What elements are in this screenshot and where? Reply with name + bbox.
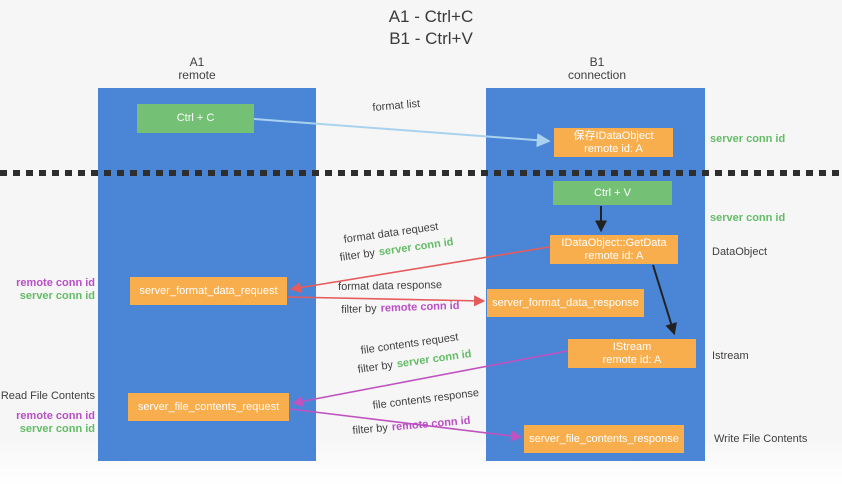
node-save-idataobject-line1: 保存IDataObject <box>573 129 654 142</box>
title-line-1: A1 - Ctrl+C <box>388 7 474 26</box>
lifeline-a1-name: A1 <box>189 55 205 69</box>
remote-conn-id-text: remote conn id <box>380 299 460 315</box>
left-label-server-conn-id-file: server conn id <box>19 423 95 435</box>
right-label-write-file-contents: Write File Contents <box>714 433 808 445</box>
filter-by-text: filter by <box>341 302 377 316</box>
node-ctrl-v-label: Ctrl + V <box>594 186 631 199</box>
edge-label-format-list: format list <box>372 97 421 114</box>
lifeline-b1-header: B1 connection <box>537 56 657 82</box>
node-server-file-contents-request: server_file_contents_request <box>128 393 289 421</box>
node-getdata-line2: remote id: A <box>584 249 644 262</box>
left-label-read-file-contents: Read File Contents <box>0 390 95 402</box>
node-server-format-data-request-label: server_format_data_request <box>139 284 278 297</box>
machine-boundary-dotted-line <box>0 170 842 176</box>
server-conn-id-text: server conn id <box>396 348 473 371</box>
node-server-format-data-response: server_format_data_response <box>487 289 644 317</box>
filter-by-text: filter by <box>357 359 394 376</box>
node-istream-line2: remote id: A <box>602 353 662 366</box>
right-label-istream: Istream <box>712 350 749 362</box>
title-line-2: B1 - Ctrl+V <box>389 29 473 48</box>
node-server-file-contents-request-label: server_file_contents_request <box>137 400 280 413</box>
right-label-server-conn-id-top: server conn id <box>710 133 786 145</box>
edge-label-format-data-response: format data response <box>338 279 443 293</box>
node-istream-line1: IStream <box>612 340 652 353</box>
lifeline-a1-header: A1 remote <box>137 56 257 82</box>
right-label-server-conn-id-mid: server conn id <box>710 212 786 224</box>
right-label-dataobject: DataObject <box>712 246 768 258</box>
lifeline-b1-role: connection <box>567 68 627 82</box>
remote-conn-id-text: remote conn id <box>391 414 471 434</box>
lifeline-b1-name: B1 <box>589 55 605 69</box>
node-server-file-contents-response: server_file_contents_response <box>524 425 684 453</box>
filter-by-text: filter by <box>352 421 389 437</box>
node-ctrl-c-label: Ctrl + C <box>176 112 215 124</box>
diagram-title: A1 - Ctrl+C B1 - Ctrl+V <box>331 6 531 50</box>
node-server-format-data-response-label: server_format_data_response <box>492 296 639 309</box>
node-save-idataobject: 保存IDataObject remote id: A <box>554 128 673 157</box>
left-label-remote-conn-id-file: remote conn id <box>16 410 95 422</box>
node-ctrl-v: Ctrl + V <box>553 181 672 205</box>
node-server-format-data-request: server_format_data_request <box>130 277 287 305</box>
left-label-server-conn-id-format: server conn id <box>19 290 95 302</box>
node-save-idataobject-line2: remote id: A <box>584 142 643 155</box>
node-ctrl-c: Ctrl + C <box>137 104 254 133</box>
left-label-remote-conn-id-format: remote conn id <box>16 277 95 289</box>
edge-label-file-contents-response: file contents response <box>372 386 480 412</box>
node-istream: IStream remote id: A <box>568 339 696 368</box>
filter-by-text: filter by <box>339 247 376 264</box>
node-idataobject-getdata: IDataObject::GetData remote id: A <box>550 235 678 264</box>
node-server-file-contents-response-label: server_file_contents_response <box>529 432 679 445</box>
node-getdata-line1: IDataObject::GetData <box>561 236 667 249</box>
lifeline-a1-role: remote <box>178 68 216 82</box>
